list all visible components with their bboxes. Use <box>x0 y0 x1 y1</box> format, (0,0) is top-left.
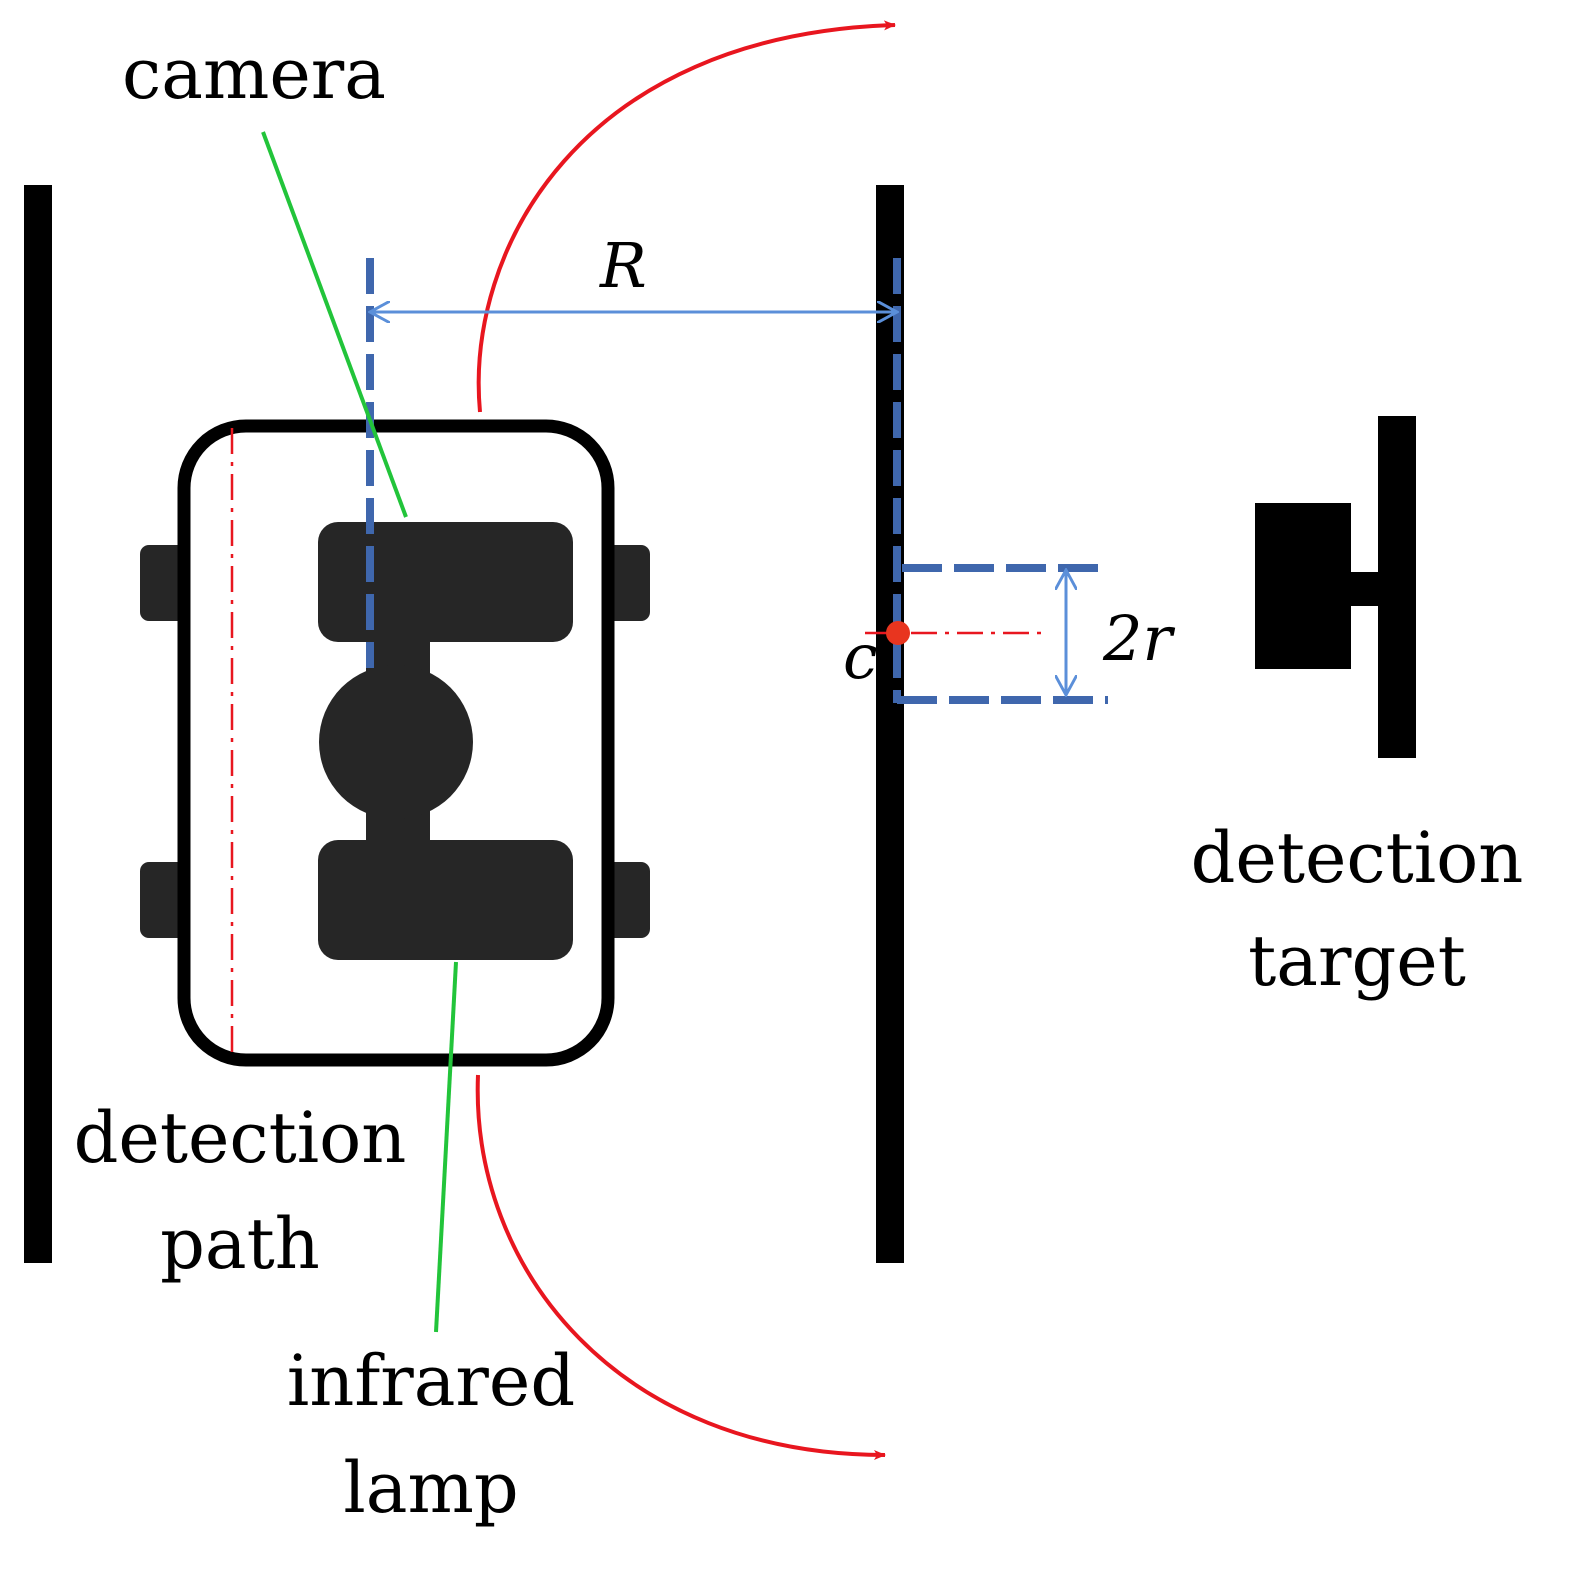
infrared-lamp-module <box>318 840 573 960</box>
camera-leader-line <box>261 131 408 518</box>
center-point <box>886 621 910 645</box>
infrared-lamp-label-line2: lamp <box>343 1447 518 1529</box>
camera-module <box>318 522 573 642</box>
detection-target-label-line2: target <box>1248 920 1466 1002</box>
center-label: c <box>843 620 878 693</box>
target-stem <box>1345 572 1383 606</box>
detection-target-label-line1: detection <box>1191 817 1524 899</box>
robot-center-hub <box>319 665 473 819</box>
upper-trajectory-arc <box>476 20 896 413</box>
detection-path-label-line1: detection <box>74 1097 407 1179</box>
infrared-lamp-leader-line <box>434 961 458 1333</box>
camera-label: camera <box>122 33 386 115</box>
detection-path-label-line2: path <box>160 1203 320 1285</box>
target-block <box>1255 503 1351 669</box>
two-r-label: 2r <box>1102 602 1175 675</box>
left-rail <box>24 185 52 1263</box>
right-rail <box>876 185 904 1263</box>
radius-label: R <box>599 229 647 302</box>
target-plate <box>1378 416 1416 758</box>
infrared-lamp-label-line1: infrared <box>287 1340 575 1422</box>
lower-trajectory-arc <box>475 1074 886 1460</box>
inspection-robot <box>140 419 650 1067</box>
detection-target <box>1255 416 1416 758</box>
